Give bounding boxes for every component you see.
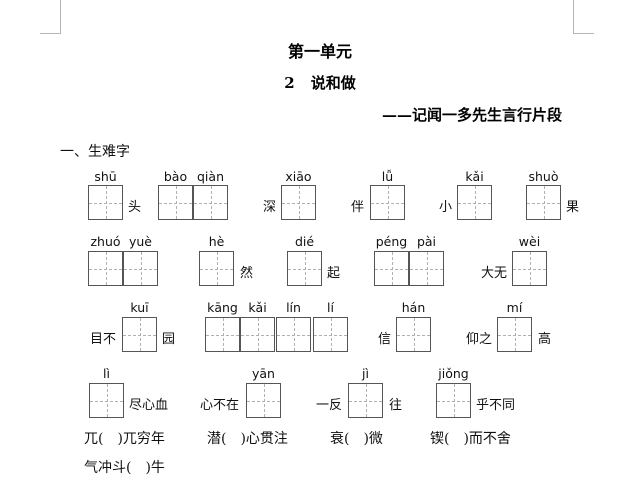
writing-box[interactable] [396,317,431,352]
writing-box[interactable] [158,185,193,220]
writing-box[interactable] [199,251,234,286]
char-text: 果 [566,200,580,215]
pinyin-label: bào [163,169,188,184]
writing-box[interactable] [370,185,405,220]
writing-box[interactable] [89,383,124,418]
lesson-subtitle: ——记闻一多先生言行片段 [381,106,562,124]
char-text: 目不 [90,332,117,347]
pinyin-label: shuò [528,169,559,184]
phrase-fill-in: 兀( )兀穷年 [84,431,165,447]
pinyin-label: xiāo [285,169,312,184]
char-text: 仰之 [466,332,493,347]
writing-box[interactable] [374,251,409,286]
writing-box[interactable] [436,383,471,418]
pinyin-label: kuī [130,300,149,315]
pinyin-label: qiàn [197,169,224,184]
writing-box[interactable] [348,383,383,418]
crop-mark-top-right [573,0,594,34]
pinyin-label: lì [103,366,110,381]
pinyin-label: zhuó [90,234,121,249]
phrase-fill-in: 锲( )而不舍 [430,431,511,447]
writing-box[interactable] [88,185,123,220]
phrase-fill-in: 潜( )心贯注 [207,431,288,447]
char-text: 起 [327,266,341,281]
pinyin-label: kǎi [248,300,267,315]
pinyin-label: jiǒng [438,366,469,381]
pinyin-label: lǚ [381,169,394,184]
char-text: 头 [128,200,142,215]
crop-mark-top-left [40,0,61,34]
writing-box[interactable] [246,383,281,418]
writing-box[interactable] [123,251,158,286]
char-text: 尽心血 [129,398,169,413]
pinyin-label: lí [327,300,334,315]
char-text: 往 [389,398,403,413]
pinyin-label: kāng [207,300,238,315]
pinyin-label: pài [416,234,437,249]
writing-box[interactable] [457,185,492,220]
writing-box[interactable] [240,317,275,352]
pinyin-label: péng [375,234,408,249]
phrase-fill-in: 衰( )微 [330,431,383,447]
writing-box[interactable] [122,317,157,352]
pinyin-label: yuè [128,234,152,249]
char-text: 高 [538,332,552,347]
pinyin-label: yān [252,366,275,381]
char-text: 园 [162,332,176,347]
char-text: 然 [240,266,254,281]
writing-box[interactable] [526,185,561,220]
lesson-title: 2 说和做 [0,72,640,93]
writing-box[interactable] [205,317,240,352]
pinyin-label: shū [94,169,117,184]
char-text: 深 [263,200,277,215]
pinyin-label: kǎi [465,169,484,184]
pinyin-label: hè [208,234,225,249]
pinyin-label: hán [401,300,426,315]
lesson-name: 说和做 [310,74,356,92]
writing-box[interactable] [88,251,123,286]
pinyin-label: jì [362,366,369,381]
writing-box[interactable] [313,317,348,352]
char-text: 信 [378,332,392,347]
lesson-number: 2 [284,74,295,92]
writing-box[interactable] [512,251,547,286]
unit-title: 第一单元 [287,42,352,61]
writing-box[interactable] [287,251,322,286]
char-text: 乎不同 [476,398,516,413]
pinyin-label: wèi [518,234,541,249]
pinyin-label: mí [506,300,523,315]
char-text: 伴 [351,200,365,215]
char-text: 小 [439,200,453,215]
writing-box[interactable] [497,317,532,352]
writing-box[interactable] [276,317,311,352]
writing-box[interactable] [281,185,316,220]
section-title: 一、生难字 [60,144,130,160]
pinyin-label: dié [294,234,315,249]
char-text: 大无 [481,266,508,281]
phrase-fill-in: 气冲斗( )牛 [84,460,165,476]
writing-box[interactable] [409,251,444,286]
char-text: 一反 [316,398,343,413]
pinyin-label: lín [286,300,301,315]
char-text: 心不在 [200,398,240,413]
writing-box[interactable] [193,185,228,220]
